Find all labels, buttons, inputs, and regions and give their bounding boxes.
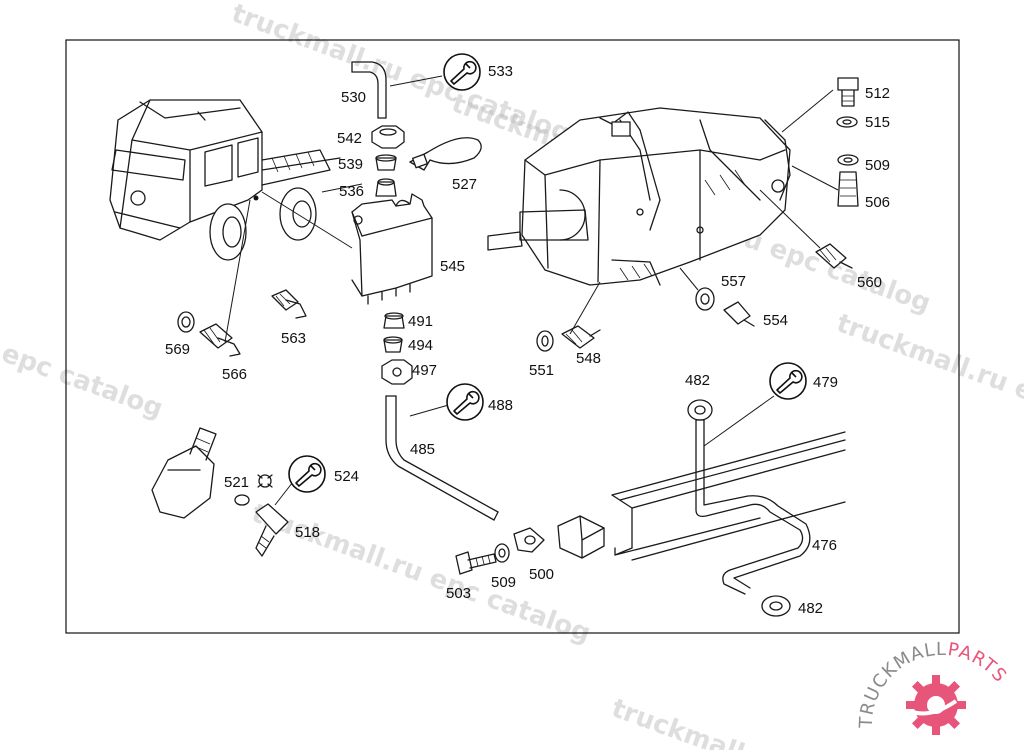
part-connector	[557, 515, 605, 559]
part-554-switch	[723, 301, 755, 327]
callout-536: 536	[339, 183, 364, 200]
callout-569: 569	[165, 341, 190, 358]
callout-labels: 530 533 542 539 536 527 545 491 494 497 …	[165, 63, 890, 617]
callout-521: 521	[224, 474, 249, 491]
part-545-bracket	[351, 193, 433, 305]
callout-542: 542	[337, 130, 362, 147]
callout-512: 512	[865, 85, 890, 102]
callout-494: 494	[408, 337, 433, 354]
gearbox-illustration	[487, 107, 791, 286]
callout-551: 551	[529, 362, 554, 379]
leader-lines	[224, 75, 839, 506]
part-530-hose	[351, 61, 387, 119]
part-482-eye-lower	[761, 595, 791, 617]
part-503-bolt	[455, 551, 497, 575]
callout-479: 479	[813, 374, 838, 391]
part-491-fitting	[383, 312, 405, 329]
part-539-ring	[375, 154, 397, 171]
callout-554: 554	[763, 312, 788, 329]
callout-497: 497	[412, 362, 437, 379]
callout-515: 515	[865, 114, 890, 131]
callout-548: 548	[576, 350, 601, 367]
part-518-union	[234, 494, 289, 557]
part-509-washer-upper	[837, 154, 859, 166]
part-566-sensor	[199, 323, 241, 357]
wrench-circle-icon	[288, 455, 326, 493]
part-506-banjo	[837, 171, 859, 207]
callout-509-lower: 509	[491, 574, 516, 591]
watermark-text-right: truckmall.ru epc catalog	[833, 308, 1024, 459]
callout-485: 485	[410, 441, 435, 458]
frame-rail-illustration	[611, 431, 846, 561]
callout-530: 530	[341, 89, 366, 106]
part-509-washer-lower	[494, 543, 510, 563]
part-560-switch	[815, 243, 853, 269]
wrench-circle-icon	[769, 362, 807, 400]
callout-476: 476	[812, 537, 837, 554]
callout-527: 527	[452, 176, 477, 193]
callout-524: 524	[334, 468, 359, 485]
callout-539: 539	[338, 156, 363, 173]
part-497-nut	[381, 359, 413, 385]
part-valve-block	[151, 427, 217, 519]
callout-557: 557	[721, 273, 746, 290]
part-500-banjo	[513, 527, 545, 553]
part-485-pipe	[385, 395, 499, 521]
gear-logo-icon	[906, 675, 966, 735]
callout-500: 500	[529, 566, 554, 583]
part-482-eye-upper	[687, 399, 713, 421]
truck-illustration	[109, 99, 341, 261]
diagram-frame	[65, 39, 960, 634]
part-494-ring	[383, 336, 403, 353]
callout-491: 491	[408, 313, 433, 330]
part-515-washer	[836, 116, 858, 128]
callout-545: 545	[440, 258, 465, 275]
part-548-switch	[561, 325, 601, 349]
callout-560: 560	[857, 274, 882, 291]
callout-488: 488	[488, 397, 513, 414]
callout-506: 506	[865, 194, 890, 211]
part-512-banjo-bolt	[837, 77, 859, 107]
callout-566: 566	[222, 366, 247, 383]
wrench-circle-icon	[443, 53, 481, 91]
watermark-text-left: epc catalog	[0, 338, 167, 424]
callout-482-lower: 482	[798, 600, 823, 617]
part-569-washer	[177, 311, 195, 333]
wrench-circle-icon	[446, 383, 484, 421]
logo-text-accent: PARTS	[946, 639, 1010, 687]
callout-533: 533	[488, 63, 513, 80]
part-551-washer	[536, 330, 554, 352]
callout-518: 518	[295, 524, 320, 541]
part-542-nut	[371, 125, 405, 149]
part-476-pipe	[695, 419, 811, 595]
part-557-seal	[695, 287, 715, 311]
callout-482-upper: 482	[685, 372, 710, 389]
callout-503: 503	[446, 585, 471, 602]
watermark-text-bottom: truckmall.ru	[608, 693, 788, 750]
part-521-nut	[257, 474, 273, 488]
part-563-sensor	[271, 289, 307, 319]
part-536-fitting	[375, 178, 397, 197]
callout-509-upper: 509	[865, 157, 890, 174]
truckmall-logo: TRUCKMALLPARTS	[856, 639, 1010, 735]
part-527-cable-tie	[409, 137, 482, 171]
callout-563: 563	[281, 330, 306, 347]
